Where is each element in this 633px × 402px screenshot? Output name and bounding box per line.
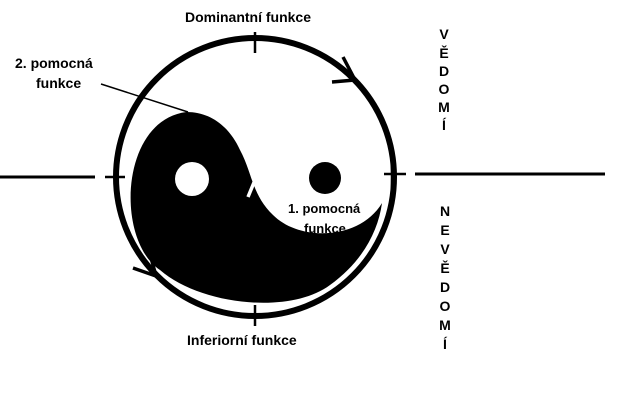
leader-line xyxy=(100,83,189,113)
conscious-vertical-label: V Ě D O M Í xyxy=(432,26,456,133)
unconscious-letter: N xyxy=(439,203,451,219)
unconscious-letter: O xyxy=(439,298,451,314)
arrow-center xyxy=(246,175,266,198)
auxiliary-2-label-line2: funkce xyxy=(36,75,82,91)
conscious-letter: Ě xyxy=(439,45,449,61)
unconscious-letter: V xyxy=(440,241,450,257)
dominant-function-label: Dominantní funkce xyxy=(185,9,312,25)
conscious-letter: O xyxy=(438,81,450,97)
black-half xyxy=(130,112,382,303)
unconscious-letter: Í xyxy=(443,336,447,352)
auxiliary-2-label-line1: 2. pomocná xyxy=(15,55,93,71)
unconscious-letter: D xyxy=(439,279,451,295)
unconscious-letter: Ě xyxy=(440,260,450,276)
auxiliary-1-label-line2: funkce xyxy=(304,221,346,236)
conscious-letter: V xyxy=(439,26,449,42)
conscious-letter: D xyxy=(438,63,450,79)
arrow-top-right xyxy=(331,56,358,84)
black-eye xyxy=(309,162,341,194)
white-eye xyxy=(175,162,209,196)
inferior-function-label: Inferiorní funkce xyxy=(187,332,297,348)
unconscious-letter: E xyxy=(440,222,450,238)
unconscious-letter: M xyxy=(439,317,451,333)
conscious-letter: M xyxy=(438,99,450,115)
arrow-bottom-left xyxy=(132,253,159,279)
unconscious-vertical-label: N E V Ě D O M Í xyxy=(433,203,457,352)
conscious-letter: Í xyxy=(442,117,446,133)
auxiliary-1-label-line1: 1. pomocná xyxy=(288,201,361,216)
